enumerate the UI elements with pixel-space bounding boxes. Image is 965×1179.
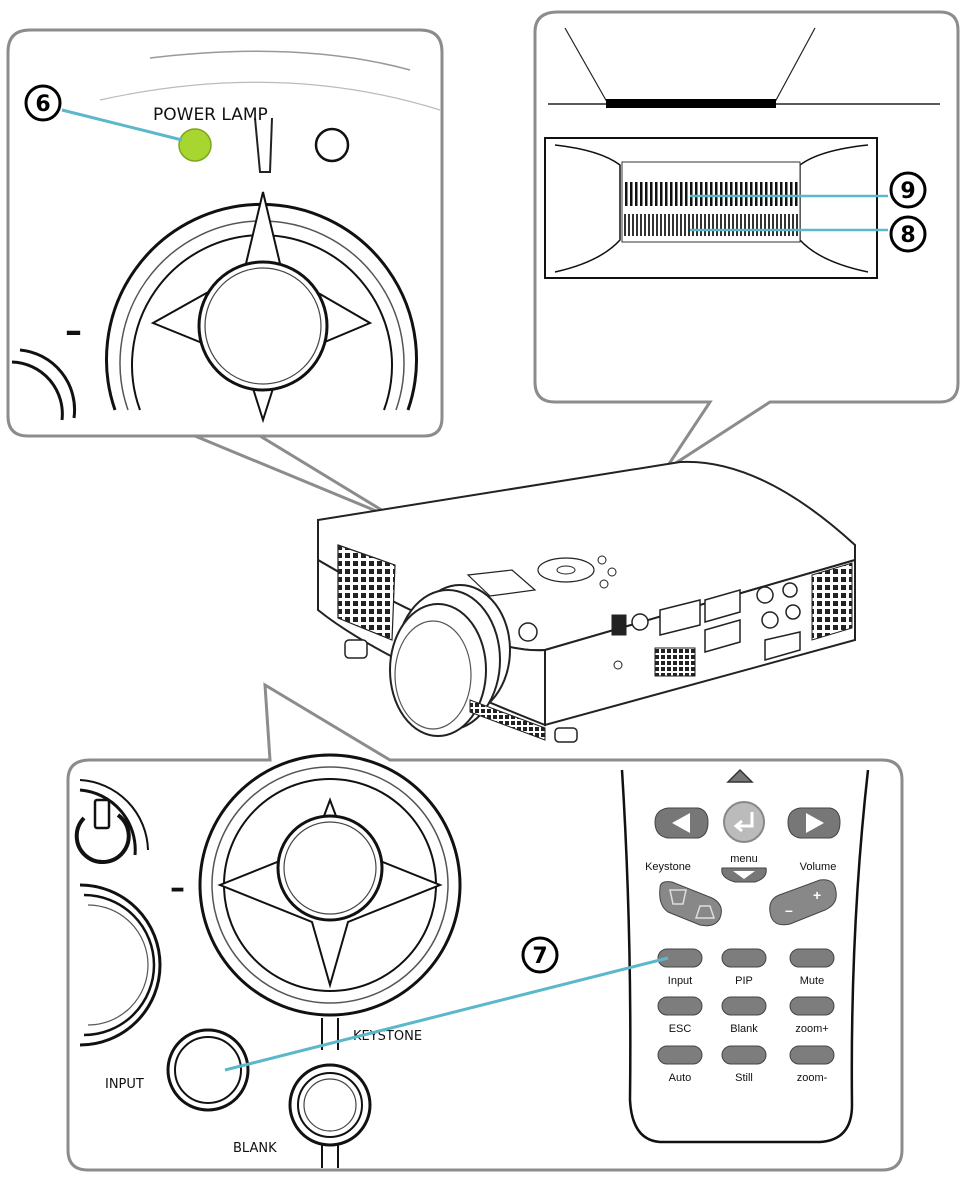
callout-number-7: 7 [532, 944, 547, 969]
remote-button-label: PIP [735, 975, 753, 987]
svg-text:+: + [813, 887, 821, 903]
remote-button-pip [721, 948, 767, 968]
remote-keystone-label: Keystone [645, 861, 691, 873]
remote-button-zoom- [789, 1045, 835, 1065]
svg-text:–: – [785, 902, 793, 918]
remote-button-esc [657, 996, 703, 1016]
remote-button-still [721, 1045, 767, 1065]
remote-enter-button [723, 801, 765, 843]
menu-button-panel [79, 883, 162, 1047]
remote-button-blank [721, 996, 767, 1016]
remote-button-label: Input [668, 975, 692, 987]
remote-button-label: zoom+ [795, 1023, 828, 1035]
input-button-panel [166, 1028, 250, 1112]
projector-body [317, 460, 856, 743]
keystone-button-panel [288, 1063, 372, 1147]
connector-ports [611, 582, 801, 677]
control-ring-top [105, 191, 418, 424]
small-round-button [314, 127, 350, 163]
remote-control: menu Keystone Volume – + Input PIP MuteESC… [620, 768, 870, 1144]
remote-button-zoom- [789, 996, 835, 1016]
remote-button-label: Blank [730, 1023, 758, 1035]
remote-button-label: Mute [800, 975, 824, 987]
remote-button-input [657, 948, 703, 968]
leader-line-6 [61, 108, 183, 142]
input-label: INPUT [105, 1077, 144, 1092]
blank-label: BLANK [233, 1141, 277, 1156]
remote-button-auto [657, 1045, 703, 1065]
minus-label-top: – [65, 311, 82, 351]
remote-button-label: Still [735, 1072, 753, 1084]
remote-menu-label: menu [730, 853, 758, 865]
remote-button-label: Auto [669, 1072, 692, 1084]
callout-power-lamp-panel: – 6 POWER LAMP [6, 28, 444, 522]
callout-vent-panel: 9 8 [533, 10, 960, 472]
minus-label-bottom: – [170, 871, 185, 906]
remote-button-label: zoom- [797, 1072, 828, 1084]
power-button-panel [74, 779, 149, 864]
projector-lens [389, 584, 511, 737]
remote-keystone-rocker [659, 881, 722, 927]
callout-number-9: 9 [900, 179, 915, 204]
remote-button-mute [789, 948, 835, 968]
power-lamp-indicator [178, 128, 212, 162]
callout-control-panel: – INPUT BLANK KEYSTONE [66, 682, 904, 1172]
leader-line-7 [224, 956, 669, 1072]
callout-number-6: 6 [35, 92, 50, 117]
callout-number-8: 8 [900, 223, 915, 248]
remote-volume-rocker [769, 879, 837, 926]
power-lamp-label: POWER LAMP [153, 105, 268, 125]
control-ring-bottom [198, 753, 462, 1017]
remote-volume-label: Volume [800, 861, 837, 873]
remote-button-label: ESC [669, 1023, 692, 1035]
